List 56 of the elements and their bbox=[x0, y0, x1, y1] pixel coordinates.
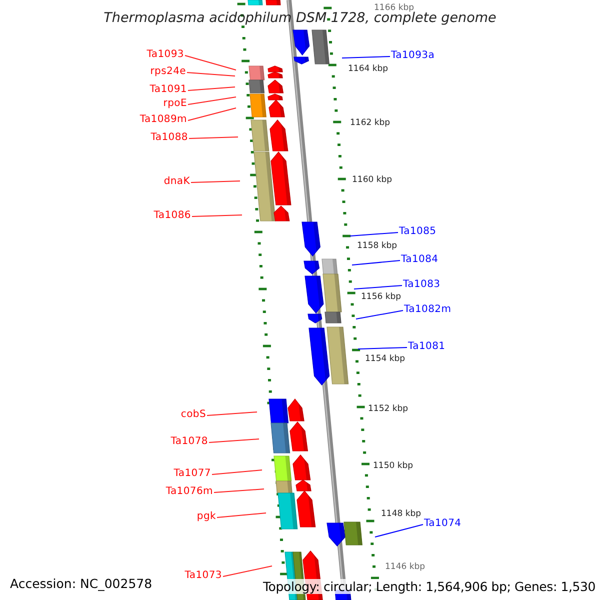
gene-label: pgk bbox=[196, 510, 216, 523]
gene-label: Ta1076m bbox=[166, 485, 213, 498]
leader-line bbox=[208, 438, 260, 443]
gene-label: Ta1089m bbox=[140, 113, 187, 126]
gene-label: Ta1078 bbox=[170, 435, 208, 448]
leader-line bbox=[358, 347, 408, 350]
gene-label: Ta1088 bbox=[150, 131, 188, 144]
scale-label: 1164 kbp bbox=[348, 63, 388, 75]
leader-line bbox=[354, 285, 402, 290]
scale-label: 1148 kbp bbox=[381, 508, 422, 520]
gene-label: Ta1091 bbox=[150, 83, 187, 96]
gene-label: Ta1093 bbox=[146, 48, 184, 61]
gene-label: Ta1093a bbox=[391, 49, 435, 62]
leader-line bbox=[350, 232, 398, 236]
footer-text: Accession: NC_002578 bbox=[10, 576, 152, 591]
leader-line bbox=[222, 566, 272, 577]
gene-label: dnaK bbox=[164, 175, 190, 188]
leader-line bbox=[356, 310, 404, 320]
scale-label: 1158 kbp bbox=[357, 240, 398, 252]
gene-label: Ta1081 bbox=[408, 340, 446, 353]
scale-label: 1152 kbp bbox=[368, 403, 408, 415]
leader-line bbox=[190, 180, 240, 183]
leader-line bbox=[188, 108, 236, 121]
scale-label: 1162 kbp bbox=[350, 117, 390, 129]
scale-label: 1156 kbp bbox=[361, 291, 402, 303]
gene-label: Ta1082m bbox=[404, 303, 452, 316]
leader-line bbox=[184, 55, 236, 70]
gene-label: Ta1073 bbox=[184, 569, 222, 582]
gene-label: cobS bbox=[180, 408, 206, 421]
leader-line bbox=[186, 72, 236, 76]
leader-line bbox=[188, 96, 236, 105]
leader-line bbox=[188, 136, 238, 139]
gene-label: Ta1083 bbox=[403, 278, 440, 291]
leader-line bbox=[374, 524, 424, 538]
gene-label: Ta1085 bbox=[399, 225, 436, 238]
leader-line bbox=[216, 512, 266, 518]
title: Thermoplasma acidophilum DSM 1728, complete genome bbox=[102, 10, 498, 26]
gene-label: Ta1084 bbox=[401, 253, 438, 266]
leader-line bbox=[188, 86, 236, 91]
scale-label: 1150 kbp bbox=[373, 460, 414, 472]
scale-label: 1166 kbp bbox=[374, 2, 414, 13]
gene-label: Ta1077 bbox=[174, 467, 211, 480]
gene-label: Ta1086 bbox=[154, 209, 191, 222]
scale-label: 1146 kbp bbox=[385, 561, 426, 573]
leader-line bbox=[212, 470, 262, 475]
leader-line bbox=[342, 56, 390, 58]
scale-label: 1154 kbp bbox=[365, 353, 406, 365]
footer-text: Topology: circular; Length: 1,564,906 bp; Genes: 1,530 bbox=[261, 579, 598, 594]
scale-label: 1160 kbp bbox=[352, 174, 392, 186]
leader-line bbox=[192, 214, 242, 217]
gene-label: rpoE bbox=[163, 97, 187, 110]
leader-line bbox=[214, 488, 264, 493]
leader-line bbox=[352, 260, 400, 266]
gene-label: rps24e bbox=[150, 65, 186, 78]
gene-label: Ta1074 bbox=[424, 517, 462, 530]
leader-line bbox=[206, 412, 258, 416]
